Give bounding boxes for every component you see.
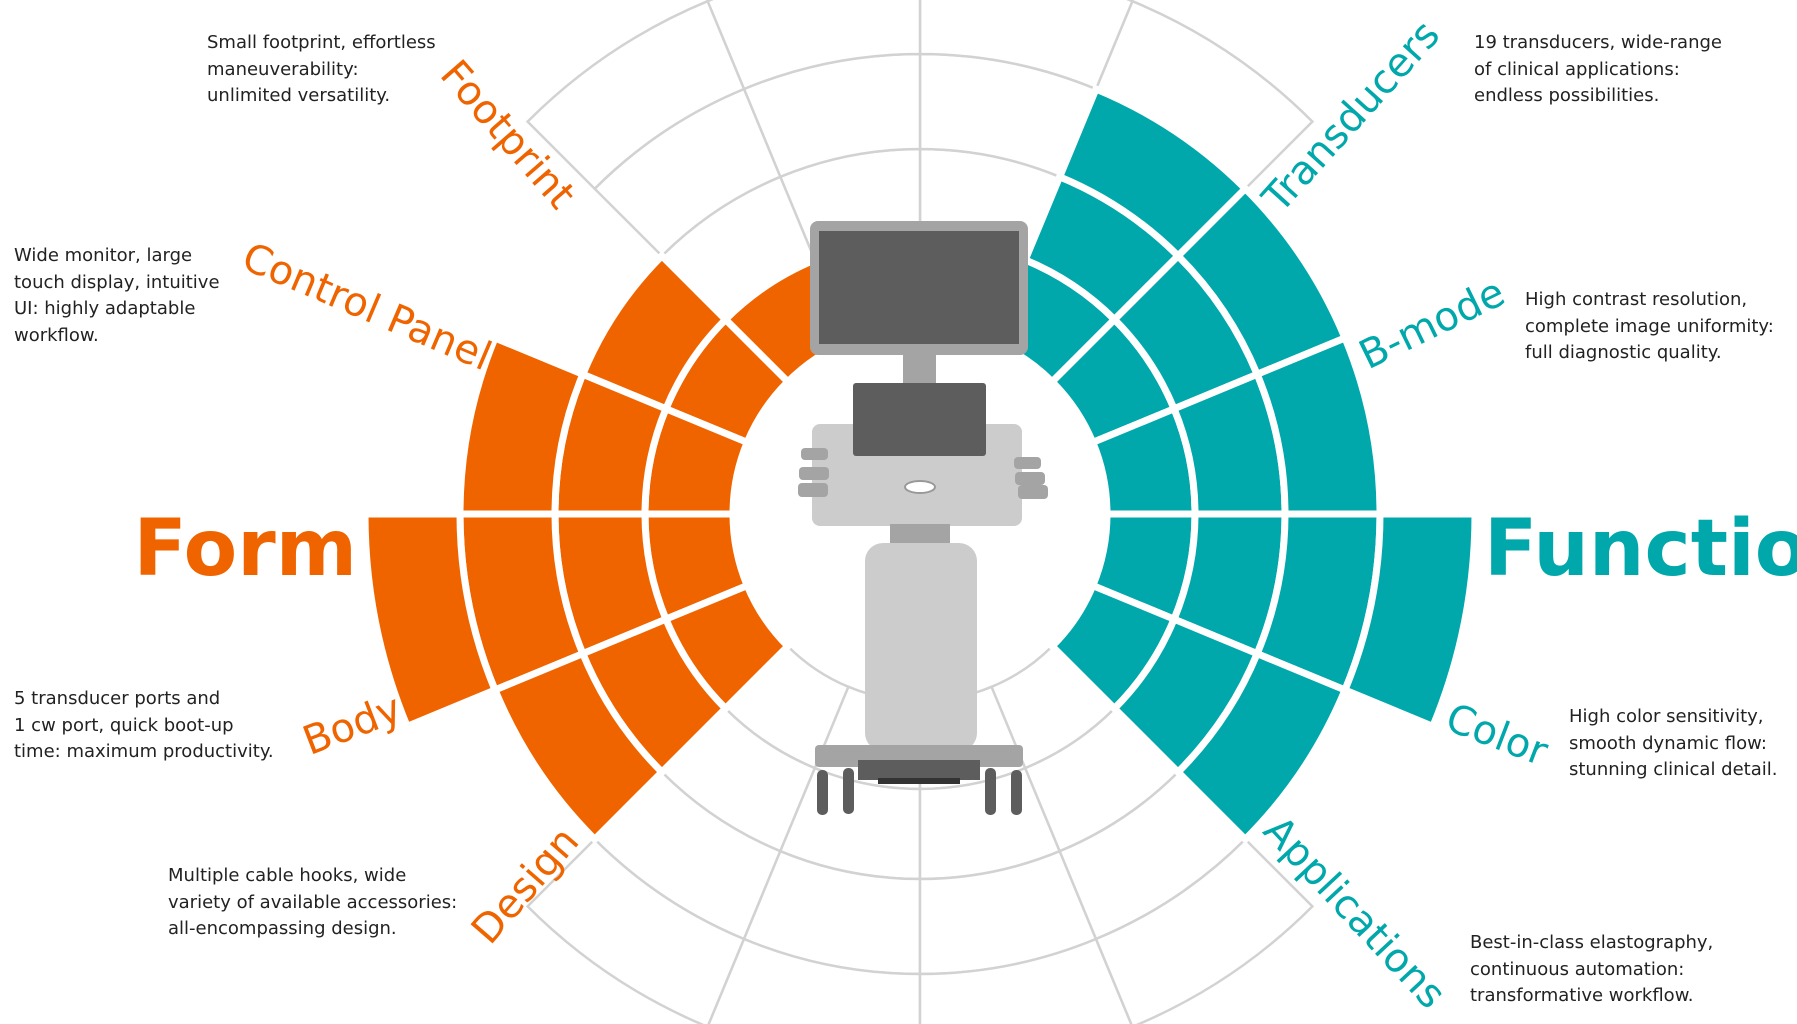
function-segment <box>1055 84 1251 261</box>
cart-base-foot <box>878 778 960 784</box>
function-title: Function <box>1484 504 1797 594</box>
left-handle-2 <box>799 467 829 480</box>
control-panel-description: Wide monitor, large touch display, intui… <box>14 245 220 346</box>
category-label-color: Color <box>1440 695 1554 776</box>
b-mode-description: High contrast resolution, complete image… <box>1525 289 1774 363</box>
wheel-right-1 <box>985 768 996 815</box>
left-handle-3 <box>798 483 828 497</box>
wheel-left-2 <box>843 768 854 814</box>
cart-base-dark <box>858 760 980 780</box>
color-description: High color sensitivity, smooth dynamic f… <box>1569 706 1778 780</box>
form-title: Form <box>134 504 357 594</box>
applications-description: Best-in-class elastography, continuous a… <box>1470 932 1714 1006</box>
right-handle-2 <box>1015 472 1045 485</box>
category-label-b-mode: B-mode <box>1352 269 1512 378</box>
function-segment <box>1340 510 1479 731</box>
body-description: 5 transducer ports and 1 cw port, quick … <box>14 688 274 762</box>
cart-body <box>865 543 977 751</box>
function-segment <box>1252 333 1384 518</box>
function-segment <box>1173 649 1350 845</box>
touch-display <box>853 383 986 456</box>
right-handle-3 <box>1018 485 1048 499</box>
category-label-body: Body <box>297 686 408 765</box>
trackball <box>904 480 936 494</box>
bottom-outline-segment <box>1094 837 1315 1024</box>
monitor-arm <box>903 355 936 386</box>
transducers-description: 19 transducers, wide-range of clinical a… <box>1474 32 1722 106</box>
design-description: Multiple cable hooks, wide variety of av… <box>168 865 458 939</box>
wheel-right-2 <box>1011 770 1022 815</box>
right-handle-1 <box>1014 457 1041 469</box>
form-segment <box>490 649 667 845</box>
monitor-screen <box>819 231 1019 344</box>
cart-neck <box>890 524 950 544</box>
top-outline-segment <box>525 0 746 191</box>
category-label-control-panel: Control Panel <box>236 234 498 380</box>
function-segment <box>1173 183 1350 379</box>
wheel-left-1 <box>817 770 828 815</box>
left-handle-1 <box>801 448 828 460</box>
form-segment <box>361 510 500 731</box>
ultrasound-cart-illustration <box>798 221 1048 815</box>
footprint-description: Small footprint, effortless maneuverabil… <box>207 32 436 106</box>
